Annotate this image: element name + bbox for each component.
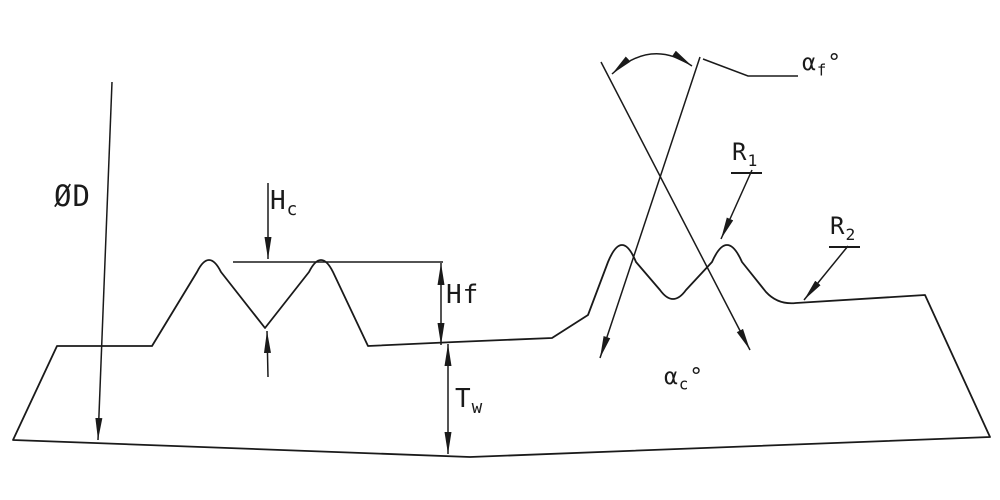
crest-height-label: Hc <box>270 186 299 221</box>
wall-thickness-label: Tw <box>455 384 484 419</box>
radius1-label: R1 <box>731 140 763 175</box>
diameter-dimension-line <box>95 81 113 441</box>
crest-angle-label: αc° <box>664 364 705 394</box>
radius2-label: R2 <box>829 214 861 249</box>
flank-angle-arc <box>611 50 693 75</box>
belt-profile-outline <box>12 244 991 458</box>
radius1-leader-line <box>720 169 753 240</box>
hc-lower-arrow-line <box>263 330 271 378</box>
flank-angle-leader-line <box>702 58 798 77</box>
flank-angle-label: αf° <box>802 50 843 80</box>
flank-height-label: Hf <box>446 280 480 310</box>
diameter-label: ØD <box>54 179 91 213</box>
flank-angle-line-right <box>600 61 751 351</box>
radius2-leader-line <box>803 245 849 301</box>
flank-angle-line-left <box>599 56 701 359</box>
